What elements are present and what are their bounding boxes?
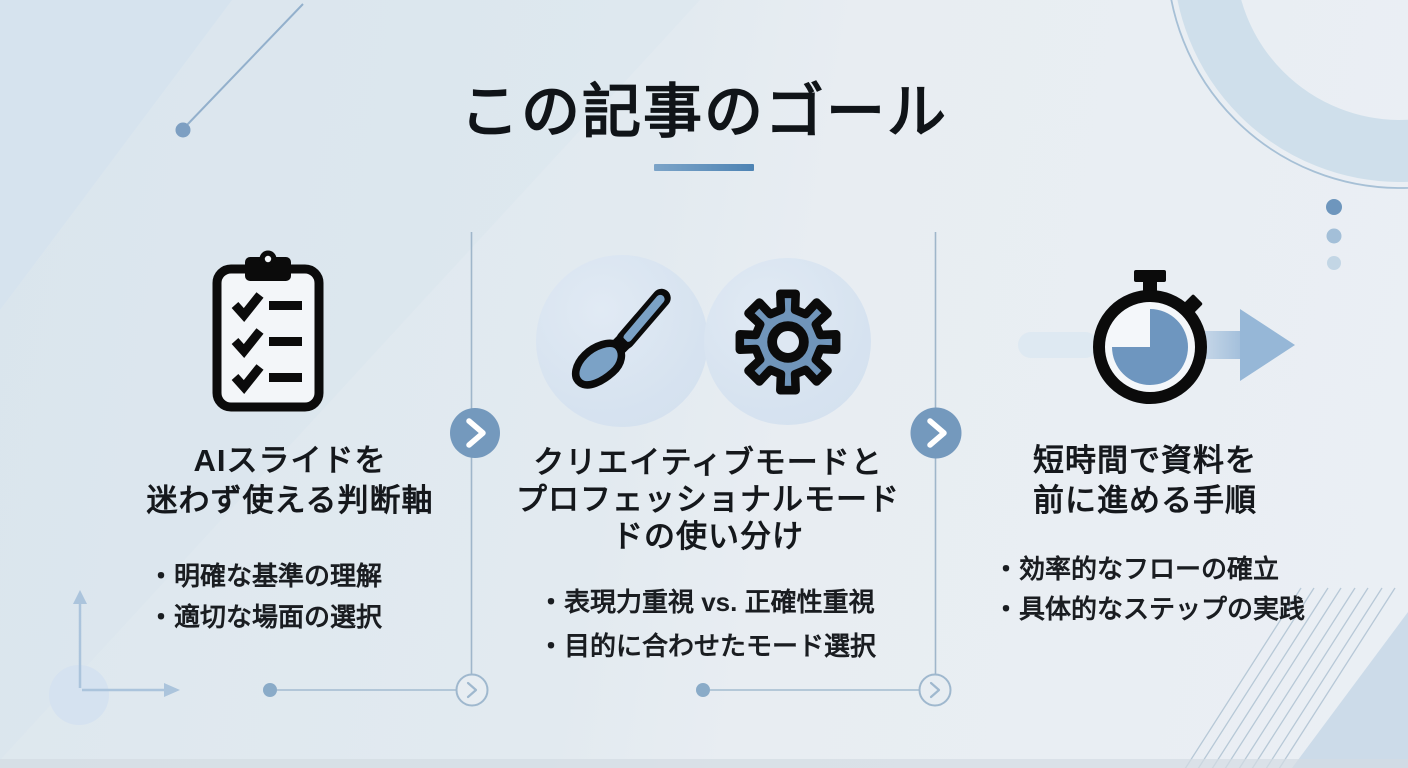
- bullet-item: ・表現力重視 vs. 正確性重視: [538, 587, 875, 617]
- heading-line: 前に進める手順: [1033, 483, 1257, 518]
- heading-line: クリエイティブモードと: [533, 445, 883, 480]
- column-3-bullets: ・効率的なフローの確立 ・具体的なステップの実践: [993, 549, 1305, 629]
- heading-line: 短時間で資料を: [1033, 443, 1257, 478]
- paintbrush-icon: [571, 288, 671, 389]
- arrow-icon: [1018, 309, 1295, 381]
- bullet-item: ・適切な場面の選択: [148, 602, 383, 632]
- bullet-item: ・目的に合わせたモード選択: [538, 631, 877, 661]
- bullet-item: ・具体的なステップの実践: [993, 594, 1306, 624]
- gear-icon: [735, 289, 840, 394]
- bullet-item: ・明確な基準の理解: [148, 561, 383, 591]
- stopwatch-icon: [1093, 270, 1207, 404]
- column-2-heading: クリエイティブモードと プロフェッショナルモード ドの使い分け: [488, 444, 928, 555]
- paintbrush-circle: [536, 255, 708, 427]
- bullet-item: ・効率的なフローの確立: [993, 554, 1280, 584]
- heading-line: 迷わず使える判断軸: [146, 483, 434, 518]
- checklist-clipboard-icon: [212, 249, 324, 413]
- column-2-bullets: ・表現力重視 vs. 正確性重視 ・目的に合わせたモード選択: [538, 580, 876, 668]
- column-1-bullets: ・明確な基準の理解 ・適切な場面の選択: [148, 556, 382, 638]
- heading-line: プロフェッショナルモード: [516, 482, 900, 517]
- page-title: この記事のゴール: [459, 79, 948, 145]
- column-1-heading: AIスライドを 迷わず使える判断軸: [115, 441, 465, 521]
- title-underline: [654, 164, 754, 171]
- heading-line: ドの使い分け: [612, 519, 804, 554]
- gear-circle: [704, 258, 871, 425]
- heading-line: AIスライドを: [193, 443, 387, 478]
- column-3-heading: 短時間で資料を 前に進める手順: [973, 441, 1317, 521]
- stopwatch-arrow-icon: [1000, 265, 1300, 425]
